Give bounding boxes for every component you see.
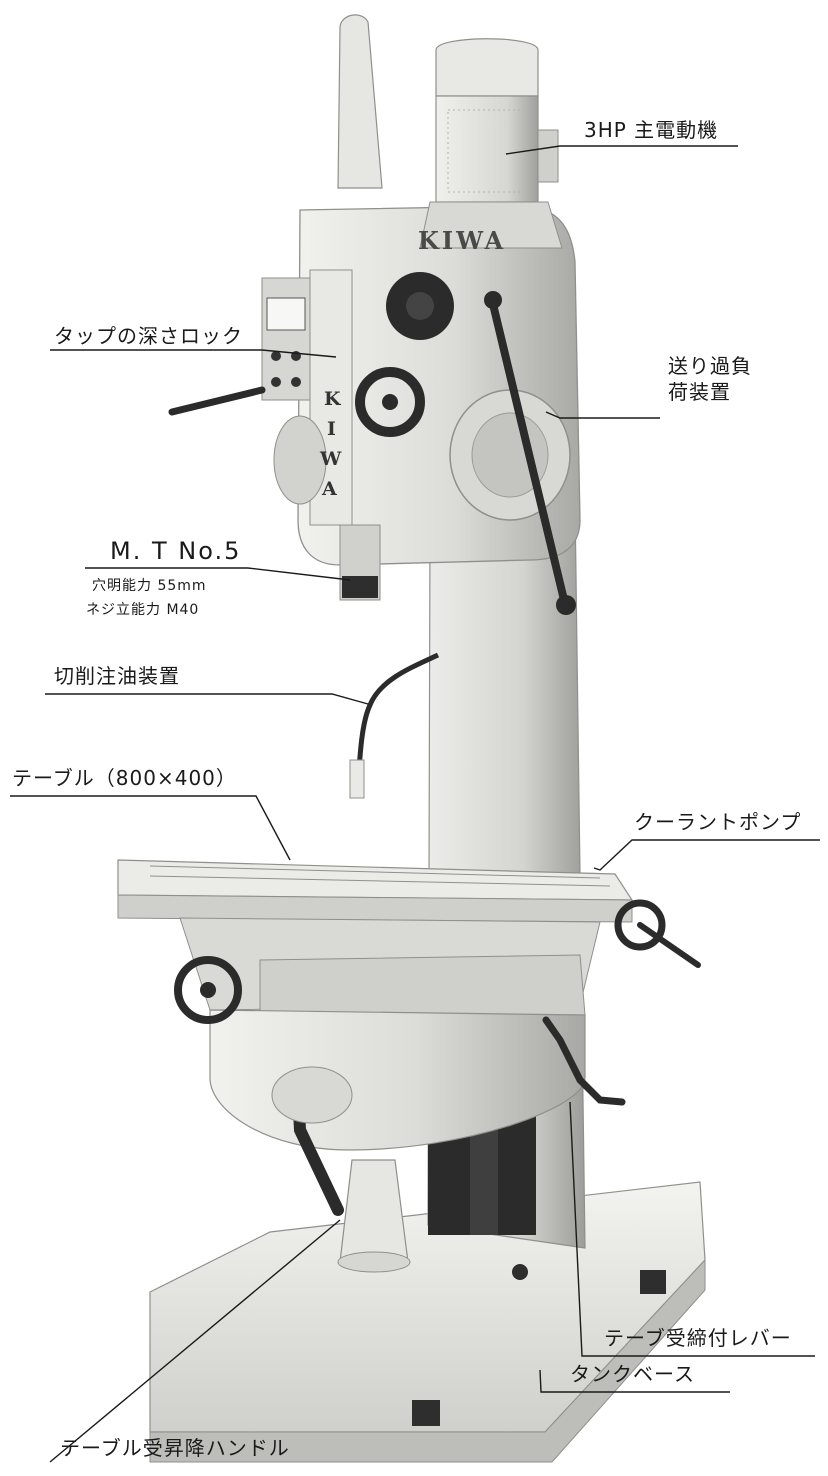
label-tap-capacity: ネジ立能力 M40 (86, 602, 200, 618)
ammeter-gauge (266, 297, 306, 331)
panel-logo-k: K (324, 388, 342, 410)
fine-feed-handwheel (355, 367, 425, 437)
base-window-right (640, 1270, 666, 1294)
label-spindle-taper: M. T No.5 (110, 537, 242, 565)
label-motor: 3HP 主電動機 (584, 118, 719, 142)
label-coolant-device: 切削注油装置 (54, 664, 180, 688)
label-table-lift-handle: テーブル受昇降ハンドル (60, 1436, 290, 1460)
leader-lines (10, 145, 820, 1463)
control-panel (261, 277, 313, 401)
label-feed-overload-line1: 送り過負 (668, 354, 752, 378)
base-window-left (412, 1400, 440, 1426)
counterweight-tube (337, 14, 383, 189)
elevating-screw-pedestal (339, 1159, 409, 1263)
label-tap-depth-lock: タップの深さロック (54, 324, 243, 348)
head-logo: KIWA (418, 226, 507, 255)
coolant-nozzle (355, 652, 440, 787)
label-tank-base: タンクベース (570, 1362, 695, 1386)
label-drill-capacity: 穴明能力 55mm (92, 578, 207, 594)
panel-logo-i: I (327, 418, 337, 440)
label-table: テーブル（800×400） (12, 766, 237, 790)
panel-logo-w: W (320, 448, 343, 470)
panel-logo-a: A (322, 478, 338, 500)
main-motor (419, 38, 563, 249)
work-table (117, 859, 701, 1216)
drill-head (168, 205, 581, 615)
label-coolant-pump: クーラントポンプ (634, 810, 802, 834)
label-feed-overload-line2: 荷装置 (668, 380, 731, 404)
label-taper-clamp-lever: テーブ受締付レバー (604, 1326, 792, 1350)
feed-lever (488, 296, 569, 608)
